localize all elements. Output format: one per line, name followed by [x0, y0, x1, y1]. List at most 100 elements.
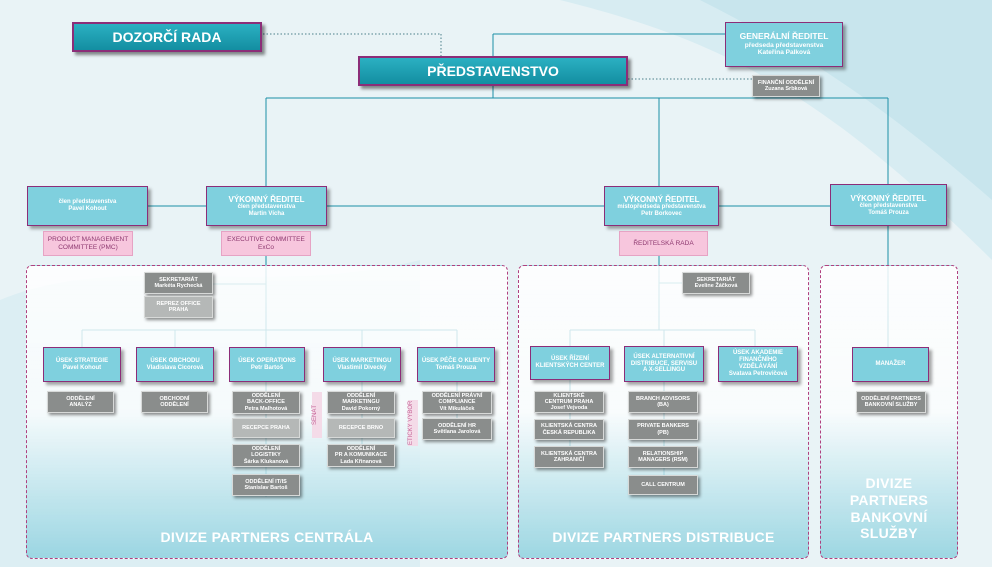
- branch-advisors: BRANCH ADVISORS (BA): [628, 391, 698, 413]
- unit-name: Tomáš Prouza: [435, 364, 477, 371]
- dept-line: ANALÝZ: [69, 402, 92, 408]
- unit-title: ÚSEK ALTERNATIVNÍ: [633, 353, 695, 360]
- dept-logistics: ODDĚLENÍ LOGISTIKY Šárka Klukanová: [232, 444, 300, 467]
- committee-directors-board-label: ŘEDITELSKÁ RADA: [633, 239, 694, 247]
- unit-title: ÚSEK PÉČE O KLIENTY: [421, 357, 491, 364]
- dept-line: ODDĚLENÍ: [160, 402, 189, 408]
- member-role: člen představenstva: [859, 202, 918, 209]
- relationship-managers: RELATIONSHIP MANAGERS (RSM): [628, 446, 698, 468]
- unit-title: KLIENTSKÝCH CENTER: [535, 363, 605, 369]
- dept-line: RECEPCE BRNO: [338, 424, 384, 431]
- dept-line: BANKOVNÍ SLUŽBY: [864, 402, 918, 408]
- dept-line: ODDĚLENÍ: [346, 446, 376, 453]
- dept-line: ODDĚLENÍ: [66, 395, 95, 402]
- member-name: Tomáš Prouza: [868, 209, 909, 216]
- dept-line: BACK-OFFICE: [247, 399, 285, 406]
- centrala-secretariat: SEKRETARIÁT Markéta Rychecká: [144, 272, 213, 294]
- member-box-2: VÝKONNÝ ŘEDITEL člen představenstva Mart…: [206, 186, 327, 226]
- dept-line: OBCHODNÍ: [159, 395, 190, 402]
- supervisory-board: DOZORČÍ RADA: [72, 22, 262, 52]
- committee-pmc-line1: PRODUCT MANAGEMENT: [47, 236, 129, 244]
- unit-client-care: ÚSEK PÉČE O KLIENTY Tomáš Prouza: [417, 347, 495, 382]
- dept-line: LOGISTIKY: [251, 452, 281, 459]
- member-role: místopředseda představenstva: [617, 203, 706, 210]
- unit-title: A X-SELLINGU: [642, 367, 686, 374]
- dept-line: (BA): [657, 402, 669, 408]
- dept-line: RECEPCE PRAHA: [242, 424, 290, 431]
- dept-line: ČESKÁ REPUBLIKA: [542, 429, 596, 436]
- member-title: VÝKONNÝ ŘEDITEL: [623, 194, 700, 204]
- committee-exco: EXECUTIVE COMMITTEE ExCo: [221, 231, 311, 256]
- unit-sales: ÚSEK OBCHODU Vladislava Cicorová: [136, 347, 214, 382]
- ceo-role: předseda představenstva: [744, 41, 824, 49]
- dept-name: Světlana Jarolová: [433, 429, 481, 435]
- dept-name: Šárka Klukanová: [243, 458, 289, 465]
- dept-line: ODDĚLENÍ: [251, 393, 281, 400]
- call-center: CALL CENTRUM: [628, 475, 698, 495]
- member-role: člen představenstva: [58, 199, 117, 206]
- member-title: VÝKONNÝ ŘEDITEL: [228, 194, 305, 204]
- dept-sales: OBCHODNÍ ODDĚLENÍ: [141, 391, 208, 413]
- secretariat-name: Markéta Rychecká: [154, 283, 203, 289]
- dept-hr: ODDĚLENÍ HR Světlana Jarolová: [422, 418, 492, 440]
- dept-marketing: ODDĚLENÍ MARKETINGU David Pokorný: [327, 391, 395, 414]
- dept-pr: ODDĚLENÍ PR A KOMUNIKACE Lada Křinanová: [327, 444, 395, 467]
- dept-name: Vít Mikuláček: [439, 405, 475, 412]
- dept-line: KLIENTSKÉ: [553, 392, 585, 399]
- private-bankers: PRIVATE BANKERS (PB): [628, 419, 698, 440]
- unit-name: Vladislava Cicorová: [146, 364, 204, 371]
- committee-directors-board: ŘEDITELSKÁ RADA: [619, 231, 708, 256]
- finance-dept-title: FINANČNÍ ODDĚLENÍ: [757, 79, 815, 86]
- unit-alternative-distribution: ÚSEK ALTERNATIVNÍ DISTRIBUCE, SERVISU A …: [624, 346, 704, 382]
- dept-line: ODDĚLENÍ PARTNERS: [861, 395, 921, 402]
- center-prague: KLIENTSKÉ CENTRUM PRAHA Josef Vejvoda: [534, 391, 604, 413]
- dept-reception-brno: RECEPCE BRNO: [327, 418, 395, 438]
- ethics-committee-label: ETICKÝ VÝBOR: [408, 400, 418, 446]
- distribuce-secretariat: SEKRETARIÁT Eveline Žáčková: [682, 272, 750, 294]
- dept-name: Petra Malhotová: [244, 405, 288, 412]
- reprez-office-label: REPREZ OFFICE PRAHA: [156, 300, 201, 313]
- unit-client-centers: ÚSEK ŘÍZENÍ KLIENTSKÝCH CENTER: [530, 346, 610, 380]
- dept-line: (PB): [657, 429, 669, 436]
- committee-pmc: PRODUCT MANAGEMENT COMMITTEE (PMC): [43, 231, 133, 256]
- unit-marketing: ÚSEK MARKETINGU Vlastimil Divecký: [323, 347, 401, 382]
- finance-dept-box: FINANČNÍ ODDĚLENÍ Zuzana Srbková: [752, 75, 820, 97]
- centers-abroad: KLIENTSKÁ CENTRA ZAHRANIČÍ: [534, 446, 604, 468]
- dept-line: MARKETINGU: [342, 399, 380, 406]
- supervisory-board-label: DOZORČÍ RADA: [112, 28, 222, 45]
- ceo-title: GENERÁLNÍ ŘEDITEL: [739, 31, 829, 42]
- unit-name: Petr Bartoš: [250, 364, 284, 371]
- unit-title: ÚSEK STRATEGIE: [55, 357, 109, 364]
- unit-title: ÚSEK AKADEMIE: [732, 350, 784, 357]
- dept-back-office: ODDĚLENÍ BACK-OFFICE Petra Malhotová: [232, 391, 300, 414]
- unit-title: ÚSEK MARKETINGU: [332, 357, 392, 364]
- secretariat-title: SEKRETARIÁT: [159, 276, 198, 283]
- ceo-box: GENERÁLNÍ ŘEDITEL předseda představenstv…: [725, 22, 843, 67]
- committee-exco-line2: ExCo: [258, 243, 274, 251]
- reprez-office: REPREZ OFFICE PRAHA: [144, 296, 213, 318]
- dept-name: Lada Křinanová: [340, 458, 382, 465]
- division-bankovni-panel: [820, 265, 958, 559]
- unit-academy: ÚSEK AKADEMIE FINANČNÍHO VZDĚLÁVÁNÍ Svat…: [718, 346, 798, 382]
- centers-czech: KLIENTSKÁ CENTRA ČESKÁ REPUBLIKA: [534, 419, 604, 440]
- dept-name: Josef Vejvoda: [550, 405, 588, 412]
- member-name: Petr Borkovec: [641, 210, 682, 217]
- management-board: PŘEDSTAVENSTVO: [358, 56, 628, 86]
- dept-analysis: ODDĚLENÍ ANALÝZ: [47, 391, 114, 413]
- unit-manager: MANAŽER: [852, 347, 929, 382]
- unit-title: MANAŽER: [875, 361, 906, 368]
- division-bankovni-title: DIVIZE PARTNERS BANKOVNÍ SLUŽBY: [849, 475, 929, 542]
- dept-banking-services: ODDĚLENÍ PARTNERS BANKOVNÍ SLUŽBY: [856, 391, 926, 413]
- unit-name: Pavel Kohout: [62, 364, 102, 371]
- dept-line: PR A KOMUNIKACE: [334, 452, 388, 459]
- finance-dept-name: Zuzana Srbková: [764, 86, 808, 92]
- unit-name: Vlastimil Divecký: [337, 364, 387, 371]
- dept-line: ODDĚLENÍ: [251, 446, 281, 453]
- secretariat-title: SEKRETARIÁT: [696, 276, 736, 283]
- member-name: Martin Vícha: [248, 210, 285, 217]
- unit-operations: ÚSEK OPERATIONS Petr Bartoš: [229, 347, 305, 382]
- dept-name: David Pokorný: [341, 405, 381, 412]
- dept-line: CENTRUM PRAHA: [544, 398, 594, 405]
- dept-line: CALL CENTRUM: [641, 481, 685, 488]
- division-centrala-title: DIVIZE PARTNERS CENTRÁLA: [160, 529, 374, 545]
